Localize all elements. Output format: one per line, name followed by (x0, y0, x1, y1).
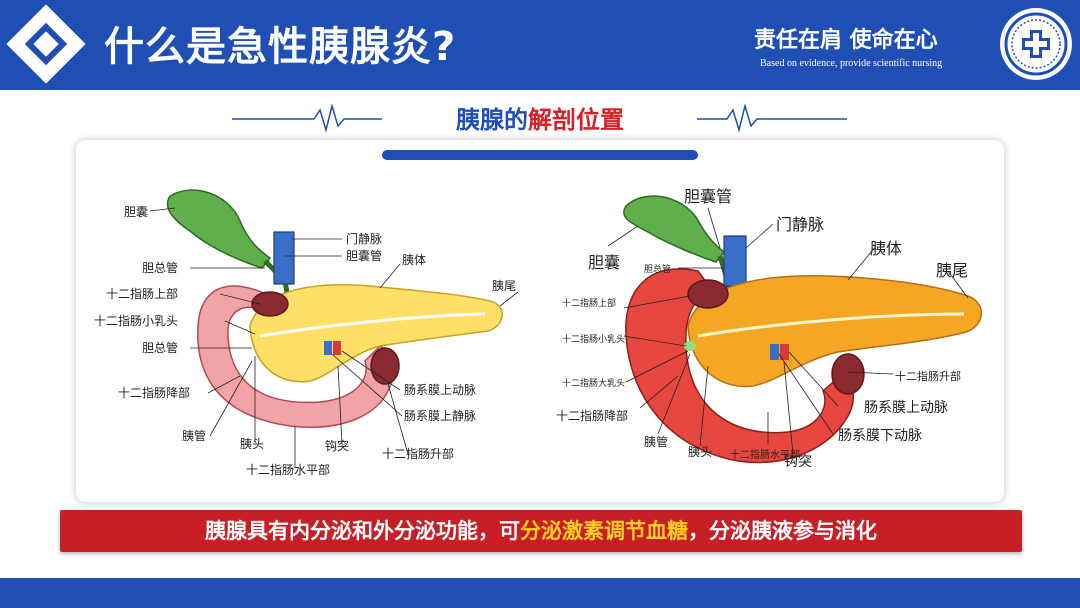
right-label-gallbladder: 胆囊 (588, 253, 620, 272)
right-label-common-bile-duct: 胆总管 (644, 263, 671, 275)
section-subtitle: 胰腺的解剖位置 (0, 100, 1080, 135)
subtitle-part2: 解剖位置 (528, 106, 624, 134)
medical-cross-badge-icon (1000, 8, 1072, 80)
pulse-line-right-icon (697, 104, 847, 134)
left-label-portal-vein: 门静脉 (346, 231, 382, 246)
left-label-duodenum-ascending: 十二指肠升部 (382, 446, 454, 461)
right-label-major-papilla: 十二指肠大乳头 (562, 377, 625, 389)
right-pancreas-diagram: 胆囊管 门静脉 胰体 胰尾 胆囊 胆总管 十二指肠上部 十二指肠小乳头 十二指肠… (548, 176, 996, 486)
right-label-duodenum-upper: 十二指肠上部 (562, 297, 616, 309)
right-label-duodenum-descending: 十二指肠降部 (556, 408, 628, 423)
left-label-common-bile-duct-2: 胆总管 (142, 340, 178, 355)
page-title: 什么是急性胰腺炎? (104, 14, 456, 72)
summary-banner: 胰腺具有内分泌和外分泌功能，可分泌激素调节血糖，分泌胰液参与消化 (60, 510, 1022, 552)
banner-highlight: 分泌激素调节血糖 (520, 519, 688, 543)
right-label-pancreas-tail: 胰尾 (936, 261, 968, 280)
left-label-pancreatic-duct: 胰管 (182, 428, 206, 443)
card-accent-bar (382, 150, 698, 160)
left-label-duodenum-upper: 十二指肠上部 (106, 286, 178, 301)
slogan-english: Based on evidence, provide scientific nu… (760, 58, 942, 69)
slogan: 责任在肩 使命在心 (754, 22, 938, 54)
right-label-uncinate: 钩突 (784, 454, 812, 470)
right-label-pancreas-head: 胰头 (688, 445, 712, 459)
left-label-duodenum-horizontal: 十二指肠水平部 (246, 462, 330, 477)
left-label-minor-papilla: 十二指肠小乳头 (94, 313, 178, 328)
left-label-sma: 肠系膜上动脉 (404, 382, 476, 397)
right-label-minor-papilla: 十二指肠小乳头 (562, 333, 625, 345)
right-label-ima: 肠系膜下动脉 (838, 428, 922, 444)
left-label-uncinate: 钩突 (325, 438, 349, 453)
left-label-common-bile-duct: 胆总管 (142, 260, 178, 275)
right-label-duodenum-ascending: 十二指肠升部 (895, 369, 961, 383)
right-label-portal-vein: 门静脉 (776, 215, 824, 234)
left-label-pancreas-head: 胰头 (240, 437, 264, 451)
right-label-pancreatic-duct: 胰管 (644, 434, 668, 449)
left-label-gallbladder: 胆囊 (124, 204, 148, 219)
left-label-cystic-duct: 胆囊管 (346, 248, 382, 263)
right-label-sma: 肠系膜上动脉 (864, 400, 948, 416)
left-label-smv: 肠系膜上静脉 (404, 408, 476, 423)
header-bar: 什么是急性胰腺炎? 责任在肩 使命在心 Based on evidence, p… (0, 0, 1080, 90)
left-label-pancreas-tail: 胰尾 (492, 279, 516, 293)
subtitle-part1: 胰腺的 (456, 106, 528, 134)
banner-part3: ，分泌胰液参与消化 (688, 519, 877, 543)
banner-part1: 胰腺具有内分泌和外分泌功能，可 (205, 519, 520, 543)
left-pancreas-diagram: 胆囊 门静脉 胆囊管 胆总管 胰体 胰尾 十二指肠上部 十二指肠小乳头 胆总管 … (80, 176, 520, 486)
right-label-cystic-duct: 胆囊管 (684, 187, 732, 206)
left-label-pancreas-body: 胰体 (402, 253, 426, 267)
right-label-pancreas-body: 胰体 (870, 239, 902, 258)
diamond-logo-icon (6, 8, 86, 82)
left-label-duodenum-descending: 十二指肠降部 (118, 385, 190, 400)
footer-bar (0, 578, 1080, 608)
